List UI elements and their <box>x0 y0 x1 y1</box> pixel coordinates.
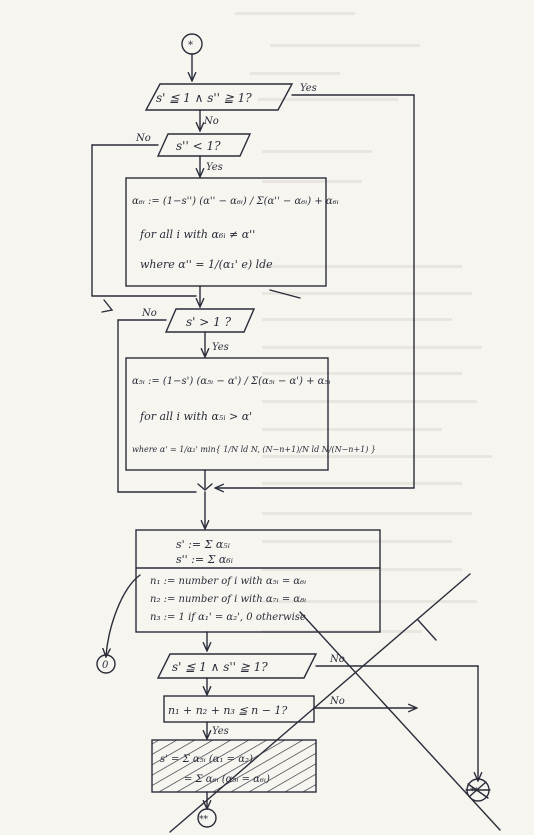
alt-exit-connector <box>96 654 116 674</box>
box-4-hatched <box>151 739 317 793</box>
box-4-line-2: = Σ α₆ᵢ (α₅ᵢ = α₆ᵢ) <box>184 774 270 785</box>
end-connector <box>197 808 217 828</box>
strike-line-2 <box>299 611 501 831</box>
stray-mark <box>101 299 114 313</box>
decision-3-text: s' > 1 ? <box>186 315 232 329</box>
box-2-frame <box>125 357 329 471</box>
yes-label-2: Yes <box>206 162 223 173</box>
box-1-equation: α₆ᵢ := (1−s'') (α'' − α₆ᵢ) / Σ(α'' − α₆ᵢ… <box>132 196 339 207</box>
box-1-frame <box>125 177 327 287</box>
decision-4-shape <box>156 653 318 679</box>
decision-1-shape <box>144 83 294 111</box>
decision-2-shape <box>156 133 252 157</box>
box-3-frame <box>135 529 381 633</box>
alt-exit-label: 0 <box>102 660 109 671</box>
decision-1-text: s' ≦ 1 ∧ s'' ≧ 1? <box>156 91 252 105</box>
no-label-5: No <box>329 696 345 707</box>
exit-label: ** <box>470 787 480 797</box>
decision-2-text: s'' < 1? <box>176 139 221 153</box>
no-label-4: No <box>329 654 345 665</box>
strike-line-1 <box>169 573 471 833</box>
box-3-line-5: n₃ := 1 if α₁' = α₂', 0 otherwise <box>150 612 306 623</box>
yes-label-1: Yes <box>300 83 317 94</box>
decision-5-text: n₁ + n₂ + n₃ ≦ n − 1? <box>168 704 287 717</box>
no-label-3: No <box>141 308 157 319</box>
start-label: * <box>188 40 193 51</box>
decision-3-shape <box>164 308 256 333</box>
box-3-line-3: n₁ := number of i with α₅ᵢ = α₆ᵢ <box>150 576 306 587</box>
box-3-line-2: s'' := Σ α₆ᵢ <box>176 553 233 566</box>
yes-label-5: Yes <box>212 726 229 737</box>
decision-4-text: s' ≦ 1 ∧ s'' ≧ 1? <box>172 660 268 674</box>
bleed-through-text <box>235 12 492 633</box>
yes-label-3: Yes <box>212 342 229 353</box>
box-4-line-1: s' = Σ α₅ᵢ (α₁ = α₂) <box>160 754 253 765</box>
box-2-condition: for all i with α₅ᵢ > α' <box>139 410 252 423</box>
end-label: ** <box>199 815 209 825</box>
box-2-equation: α₅ᵢ := (1−s') (α₅ᵢ − α') / Σ(α₅ᵢ − α') +… <box>132 376 330 387</box>
box-3-line-1: s' := Σ α₅ᵢ <box>176 538 230 551</box>
box-3-line-4: n₂ := number of i with α₇ᵢ = α₈ᵢ <box>150 594 306 605</box>
no-label-1: No <box>203 116 219 127</box>
no-label-2: No <box>135 133 151 144</box>
box-1-condition: for all i with α₆ᵢ ≠ α'' <box>139 228 255 241</box>
box-2-where: where α' = 1/α₂' min{ 1/N ld N, (N−n+1)/… <box>132 445 376 454</box>
box-1-where: where α'' = 1/(α₁' e) lde <box>140 258 273 271</box>
